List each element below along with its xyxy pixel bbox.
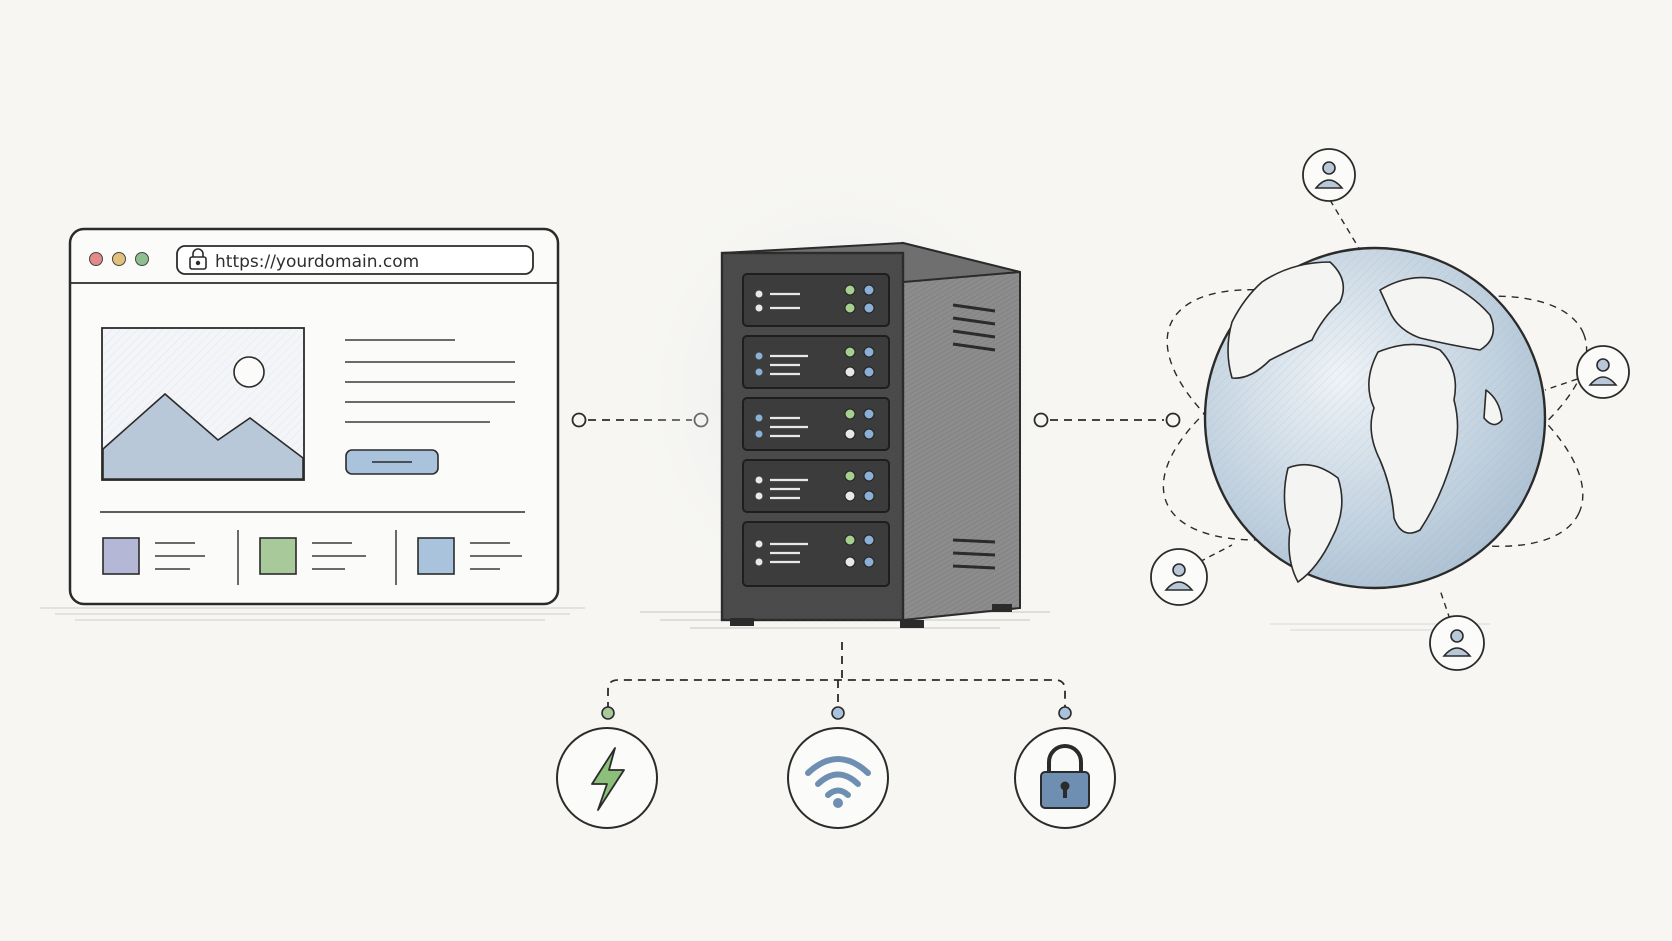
user-links bbox=[1179, 199, 1599, 641]
server-foot-left bbox=[730, 618, 754, 626]
user-icon bbox=[1164, 563, 1194, 591]
text-lines bbox=[345, 339, 515, 423]
feature-card-3 bbox=[417, 537, 522, 575]
feature-card-1 bbox=[102, 537, 205, 575]
feature-node-lightning bbox=[601, 706, 615, 720]
padlock-icon bbox=[1014, 727, 1116, 829]
wifi-icon bbox=[787, 727, 889, 829]
mountain-shape bbox=[102, 392, 304, 480]
sun-shape bbox=[233, 356, 265, 388]
user-node-bottom bbox=[1429, 615, 1485, 671]
user-node-top bbox=[1302, 148, 1356, 202]
url-text: https://yourdomain.com bbox=[215, 252, 419, 272]
feature-card-2 bbox=[259, 537, 366, 575]
browser-shadow bbox=[40, 607, 585, 621]
window-minimize-dot[interactable] bbox=[112, 252, 126, 266]
image-placeholder bbox=[101, 327, 305, 481]
server-rack-icon bbox=[615, 145, 1075, 645]
feature-tree-connector bbox=[607, 642, 1066, 710]
server-vents-top bbox=[952, 303, 996, 352]
server-unit-1 bbox=[742, 273, 890, 327]
feature-node-wifi bbox=[831, 706, 845, 720]
server-vents-bottom bbox=[952, 538, 996, 570]
user-icon bbox=[1588, 358, 1618, 386]
connector-server-globe bbox=[1033, 412, 1181, 428]
server-unit-3 bbox=[742, 397, 890, 451]
user-icon bbox=[1442, 629, 1472, 657]
server-foot-right bbox=[900, 620, 924, 628]
server-foot-back bbox=[992, 604, 1012, 612]
user-icon bbox=[1314, 161, 1344, 189]
user-node-left bbox=[1150, 548, 1208, 606]
url-bar[interactable] bbox=[176, 245, 534, 275]
browser-frame bbox=[68, 227, 560, 606]
server-unit-4 bbox=[742, 459, 890, 513]
server-unit-2 bbox=[742, 335, 890, 389]
globe-continents bbox=[1227, 261, 1503, 583]
lightning-bolt-icon bbox=[556, 727, 658, 829]
globe-icon bbox=[1162, 199, 1599, 641]
feature-node-lock bbox=[1058, 706, 1072, 720]
window-close-dot[interactable] bbox=[89, 252, 103, 266]
server-unit-5 bbox=[742, 521, 890, 587]
user-node-right bbox=[1576, 345, 1630, 399]
lock-icon bbox=[189, 248, 207, 270]
browser-window: https://yourdomain.com bbox=[40, 227, 585, 621]
window-maximize-dot[interactable] bbox=[135, 252, 149, 266]
